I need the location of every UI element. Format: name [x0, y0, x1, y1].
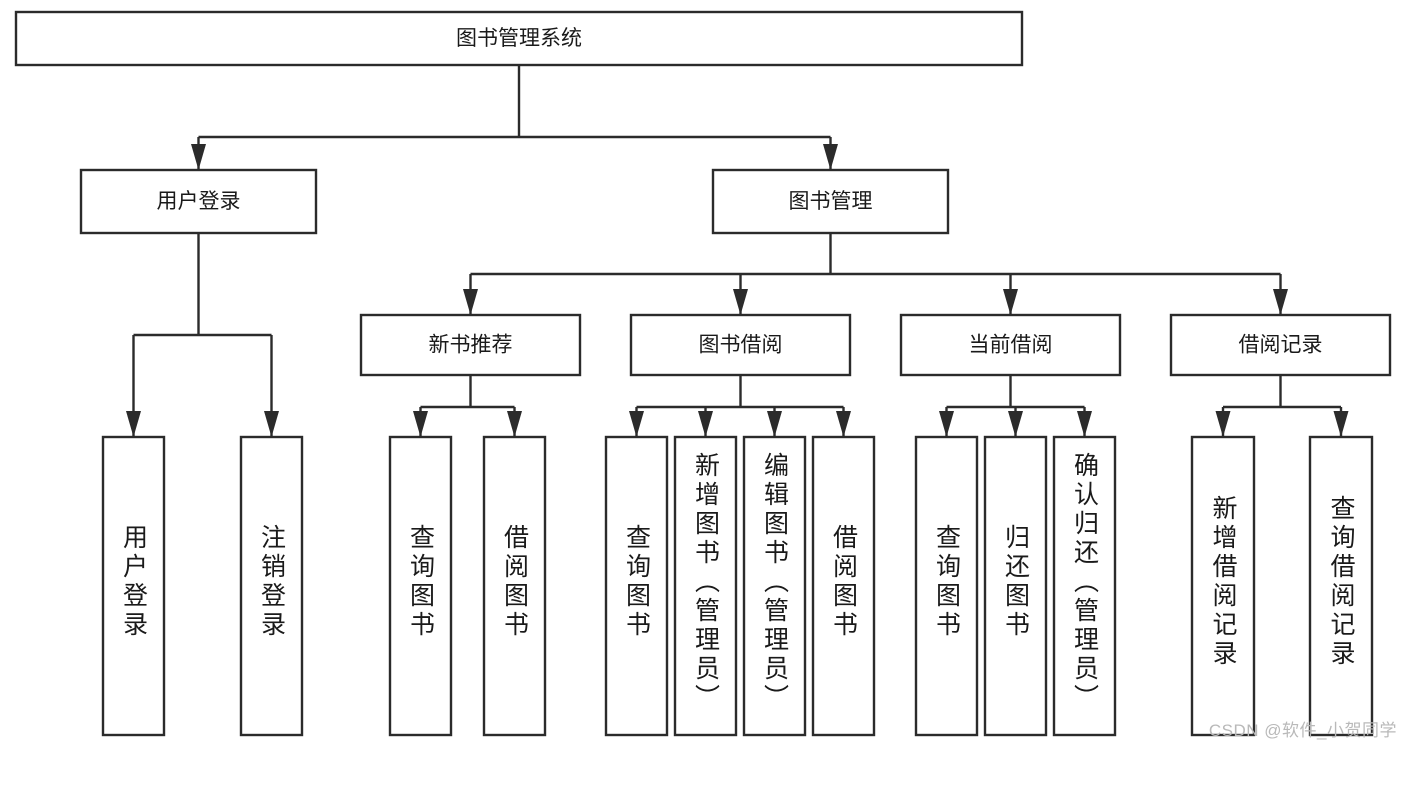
node-user-login[interactable]: 用户登录: [79, 168, 318, 235]
ul-arrow-0: [126, 411, 141, 437]
book-borrow-arrow-2: [767, 411, 782, 437]
borrow-record-arrow-1: [1333, 411, 1349, 437]
node-user-login-rect: [79, 168, 318, 235]
node-leaf-borrow-book[interactable]: [811, 435, 876, 737]
borrow-record-arrow-0: [1215, 411, 1231, 437]
bm-arrow-3: [1273, 289, 1288, 315]
root-node[interactable]: 图书管理系统: [14, 10, 1024, 67]
root-node-label: 图书管理系统: [456, 27, 582, 50]
node-leaf-return-book[interactable]: [983, 435, 1048, 737]
current-borrow-arrow-2: [1077, 411, 1092, 437]
new-book-recommend-arrow-0: [413, 411, 428, 437]
root-arrow-0: [191, 144, 206, 170]
node-book-management-label: 图书管理: [789, 190, 873, 213]
book-borrow-arrow-1: [698, 411, 713, 437]
node-leaf-query-borrow-record[interactable]: [1308, 435, 1374, 737]
node-leaf-edit-book[interactable]: [742, 435, 807, 737]
node-leaf-query-book-borrow[interactable]: [604, 435, 669, 737]
node-leaf-logout[interactable]: [239, 435, 304, 737]
node-leaf-add-borrow-record[interactable]: [1190, 435, 1256, 737]
bm-arrow-2: [1003, 289, 1018, 315]
node-leaf-borrow-book-rect: [811, 435, 876, 737]
bm-arrow-1: [733, 289, 748, 315]
book-borrow-arrow-3: [836, 411, 851, 437]
node-leaf-edit-book-rect: [742, 435, 807, 737]
node-leaf-confirm-return-rect: [1052, 435, 1117, 737]
bm-arrow-0: [463, 289, 478, 315]
node-leaf-query-book-borrow-rect: [604, 435, 669, 737]
node-leaf-add-borrow-record-rect: [1190, 435, 1256, 737]
node-current-borrow-rect: [899, 313, 1122, 377]
node-book-management[interactable]: 图书管理: [711, 168, 950, 235]
node-borrow-record[interactable]: 借阅记录: [1169, 313, 1392, 377]
watermark-text: CSDN @软件_小贺同学: [1208, 721, 1397, 740]
current-borrow-arrow-0: [939, 411, 954, 437]
node-leaf-borrow-book-recommend-rect: [482, 435, 547, 737]
node-leaf-query-book-recommend[interactable]: [388, 435, 453, 737]
new-book-recommend-arrow-1: [507, 411, 522, 437]
node-leaf-return-book-rect: [983, 435, 1048, 737]
book-borrow-arrow-0: [629, 411, 644, 437]
node-new-book-recommend-rect: [359, 313, 582, 377]
node-book-borrow-label: 图书借阅: [699, 334, 783, 357]
node-leaf-user-login-rect: [101, 435, 166, 737]
node-leaf-query-book-current[interactable]: [914, 435, 979, 737]
node-leaf-add-book-rect: [673, 435, 738, 737]
node-user-login-label: 用户登录: [157, 190, 241, 213]
node-book-borrow[interactable]: 图书借阅: [629, 313, 852, 377]
node-leaf-user-login[interactable]: [101, 435, 166, 737]
node-leaf-confirm-return[interactable]: [1052, 435, 1117, 737]
functional-structure-diagram: 图书管理系统用户登录图书管理新书推荐图书借阅当前借阅借阅记录 用户登录注销登录查…: [14, 10, 1397, 740]
node-leaf-borrow-book-recommend[interactable]: [482, 435, 547, 737]
node-new-book-recommend-label: 新书推荐: [429, 334, 513, 357]
node-leaf-add-book[interactable]: [673, 435, 738, 737]
node-leaf-query-borrow-record-rect: [1308, 435, 1374, 737]
node-leaf-query-book-recommend-rect: [388, 435, 453, 737]
node-new-book-recommend[interactable]: 新书推荐: [359, 313, 582, 377]
ul-arrow-1: [264, 411, 279, 437]
root-arrow-1: [823, 144, 838, 170]
node-leaf-query-book-current-rect: [914, 435, 979, 737]
root-node-rect: [14, 10, 1024, 67]
node-current-borrow[interactable]: 当前借阅: [899, 313, 1122, 377]
current-borrow-arrow-1: [1008, 411, 1023, 437]
node-leaf-logout-rect: [239, 435, 304, 737]
node-current-borrow-label: 当前借阅: [969, 334, 1053, 357]
node-borrow-record-label: 借阅记录: [1239, 334, 1323, 357]
